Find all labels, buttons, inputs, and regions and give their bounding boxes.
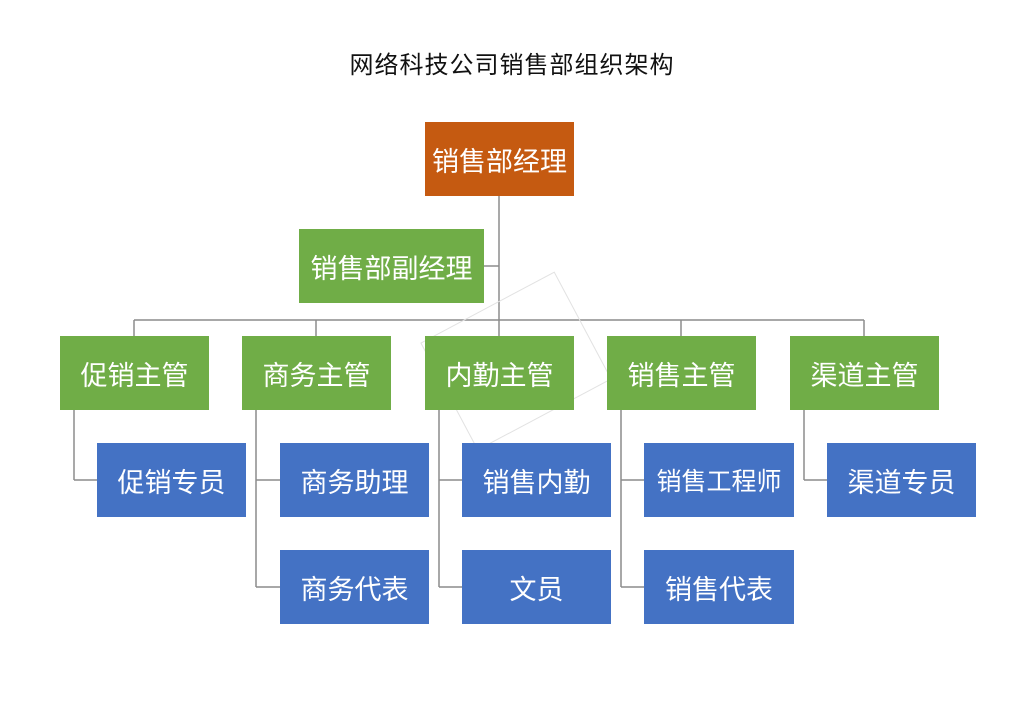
supervisor-box-office: 内勤主管 [425, 336, 574, 410]
deputy-manager-box: 销售部副经理 [299, 229, 484, 303]
supervisor-box-channel: 渠道主管 [790, 336, 939, 410]
staff-box: 渠道专员 [827, 443, 976, 517]
supervisor-box-promotion: 促销主管 [60, 336, 209, 410]
staff-box: 商务代表 [280, 550, 429, 624]
manager-box: 销售部经理 [425, 122, 574, 196]
supervisor-box-sales: 销售主管 [607, 336, 756, 410]
staff-box: 商务助理 [280, 443, 429, 517]
supervisor-box-business: 商务主管 [242, 336, 391, 410]
staff-box: 促销专员 [97, 443, 246, 517]
staff-box: 文员 [462, 550, 611, 624]
staff-box: 销售内勤 [462, 443, 611, 517]
staff-box: 销售工程师 [644, 443, 794, 517]
staff-box: 销售代表 [644, 550, 794, 624]
page-title: 网络科技公司销售部组织架构 [349, 51, 675, 79]
